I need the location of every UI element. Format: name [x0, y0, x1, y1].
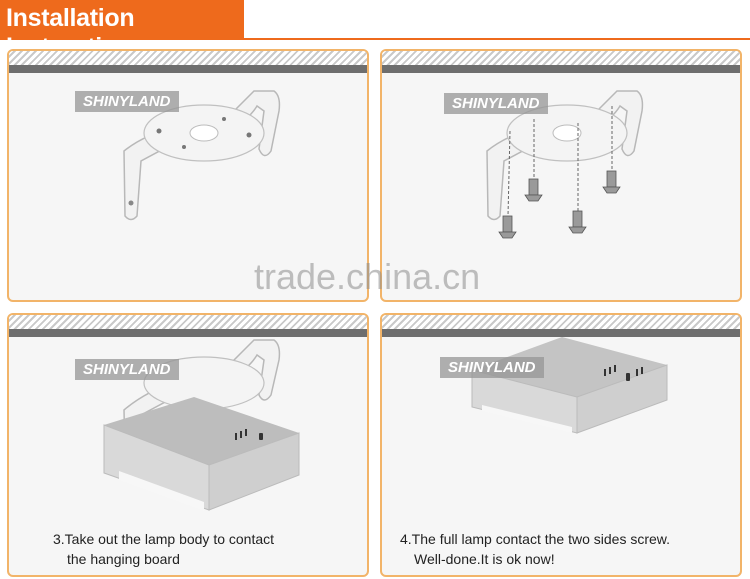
step-panel-2: SHINYLAND: [380, 49, 742, 302]
lamp-body-illustration: [103, 339, 300, 511]
step-caption: 4.The full lamp contact the two sides sc…: [400, 529, 670, 569]
step-panel-4: SHINYLAND 4.The full lamp contact the tw…: [380, 313, 742, 577]
step-caption: 3.Take out the lamp body to contact the …: [53, 529, 274, 569]
brand-label: SHINYLAND: [75, 359, 179, 380]
installed-lamp-illustration: [471, 337, 668, 434]
ceiling: [9, 51, 367, 75]
bracket-screws-illustration: [486, 90, 644, 239]
caption-line-1: 4.The full lamp contact the two sides sc…: [400, 531, 671, 547]
ceiling: [382, 51, 740, 75]
header-banner: Installation Instructions: [0, 0, 244, 61]
page-title: Installation Instructions: [6, 4, 146, 61]
header-underline: [244, 38, 750, 40]
caption-line-2: Well-done.It is ok now!: [414, 551, 555, 567]
brand-label: SHINYLAND: [444, 93, 548, 114]
watermark: trade.china.cn: [254, 256, 481, 297]
caption-line-1: 3.Take out the lamp body to contact: [53, 531, 275, 547]
caption-line-2: the hanging board: [67, 551, 180, 567]
brand-label: SHINYLAND: [75, 91, 179, 112]
mounting-bracket-illustration: [123, 90, 281, 221]
step-panel-1: SHINYLAND: [7, 49, 369, 302]
ceiling: [9, 315, 367, 339]
step-panel-3: SHINYLAND 3.Take out the lamp body to co…: [7, 313, 369, 577]
screw-icon: [498, 170, 621, 239]
ceiling: [382, 315, 740, 339]
brand-label: SHINYLAND: [440, 357, 544, 378]
